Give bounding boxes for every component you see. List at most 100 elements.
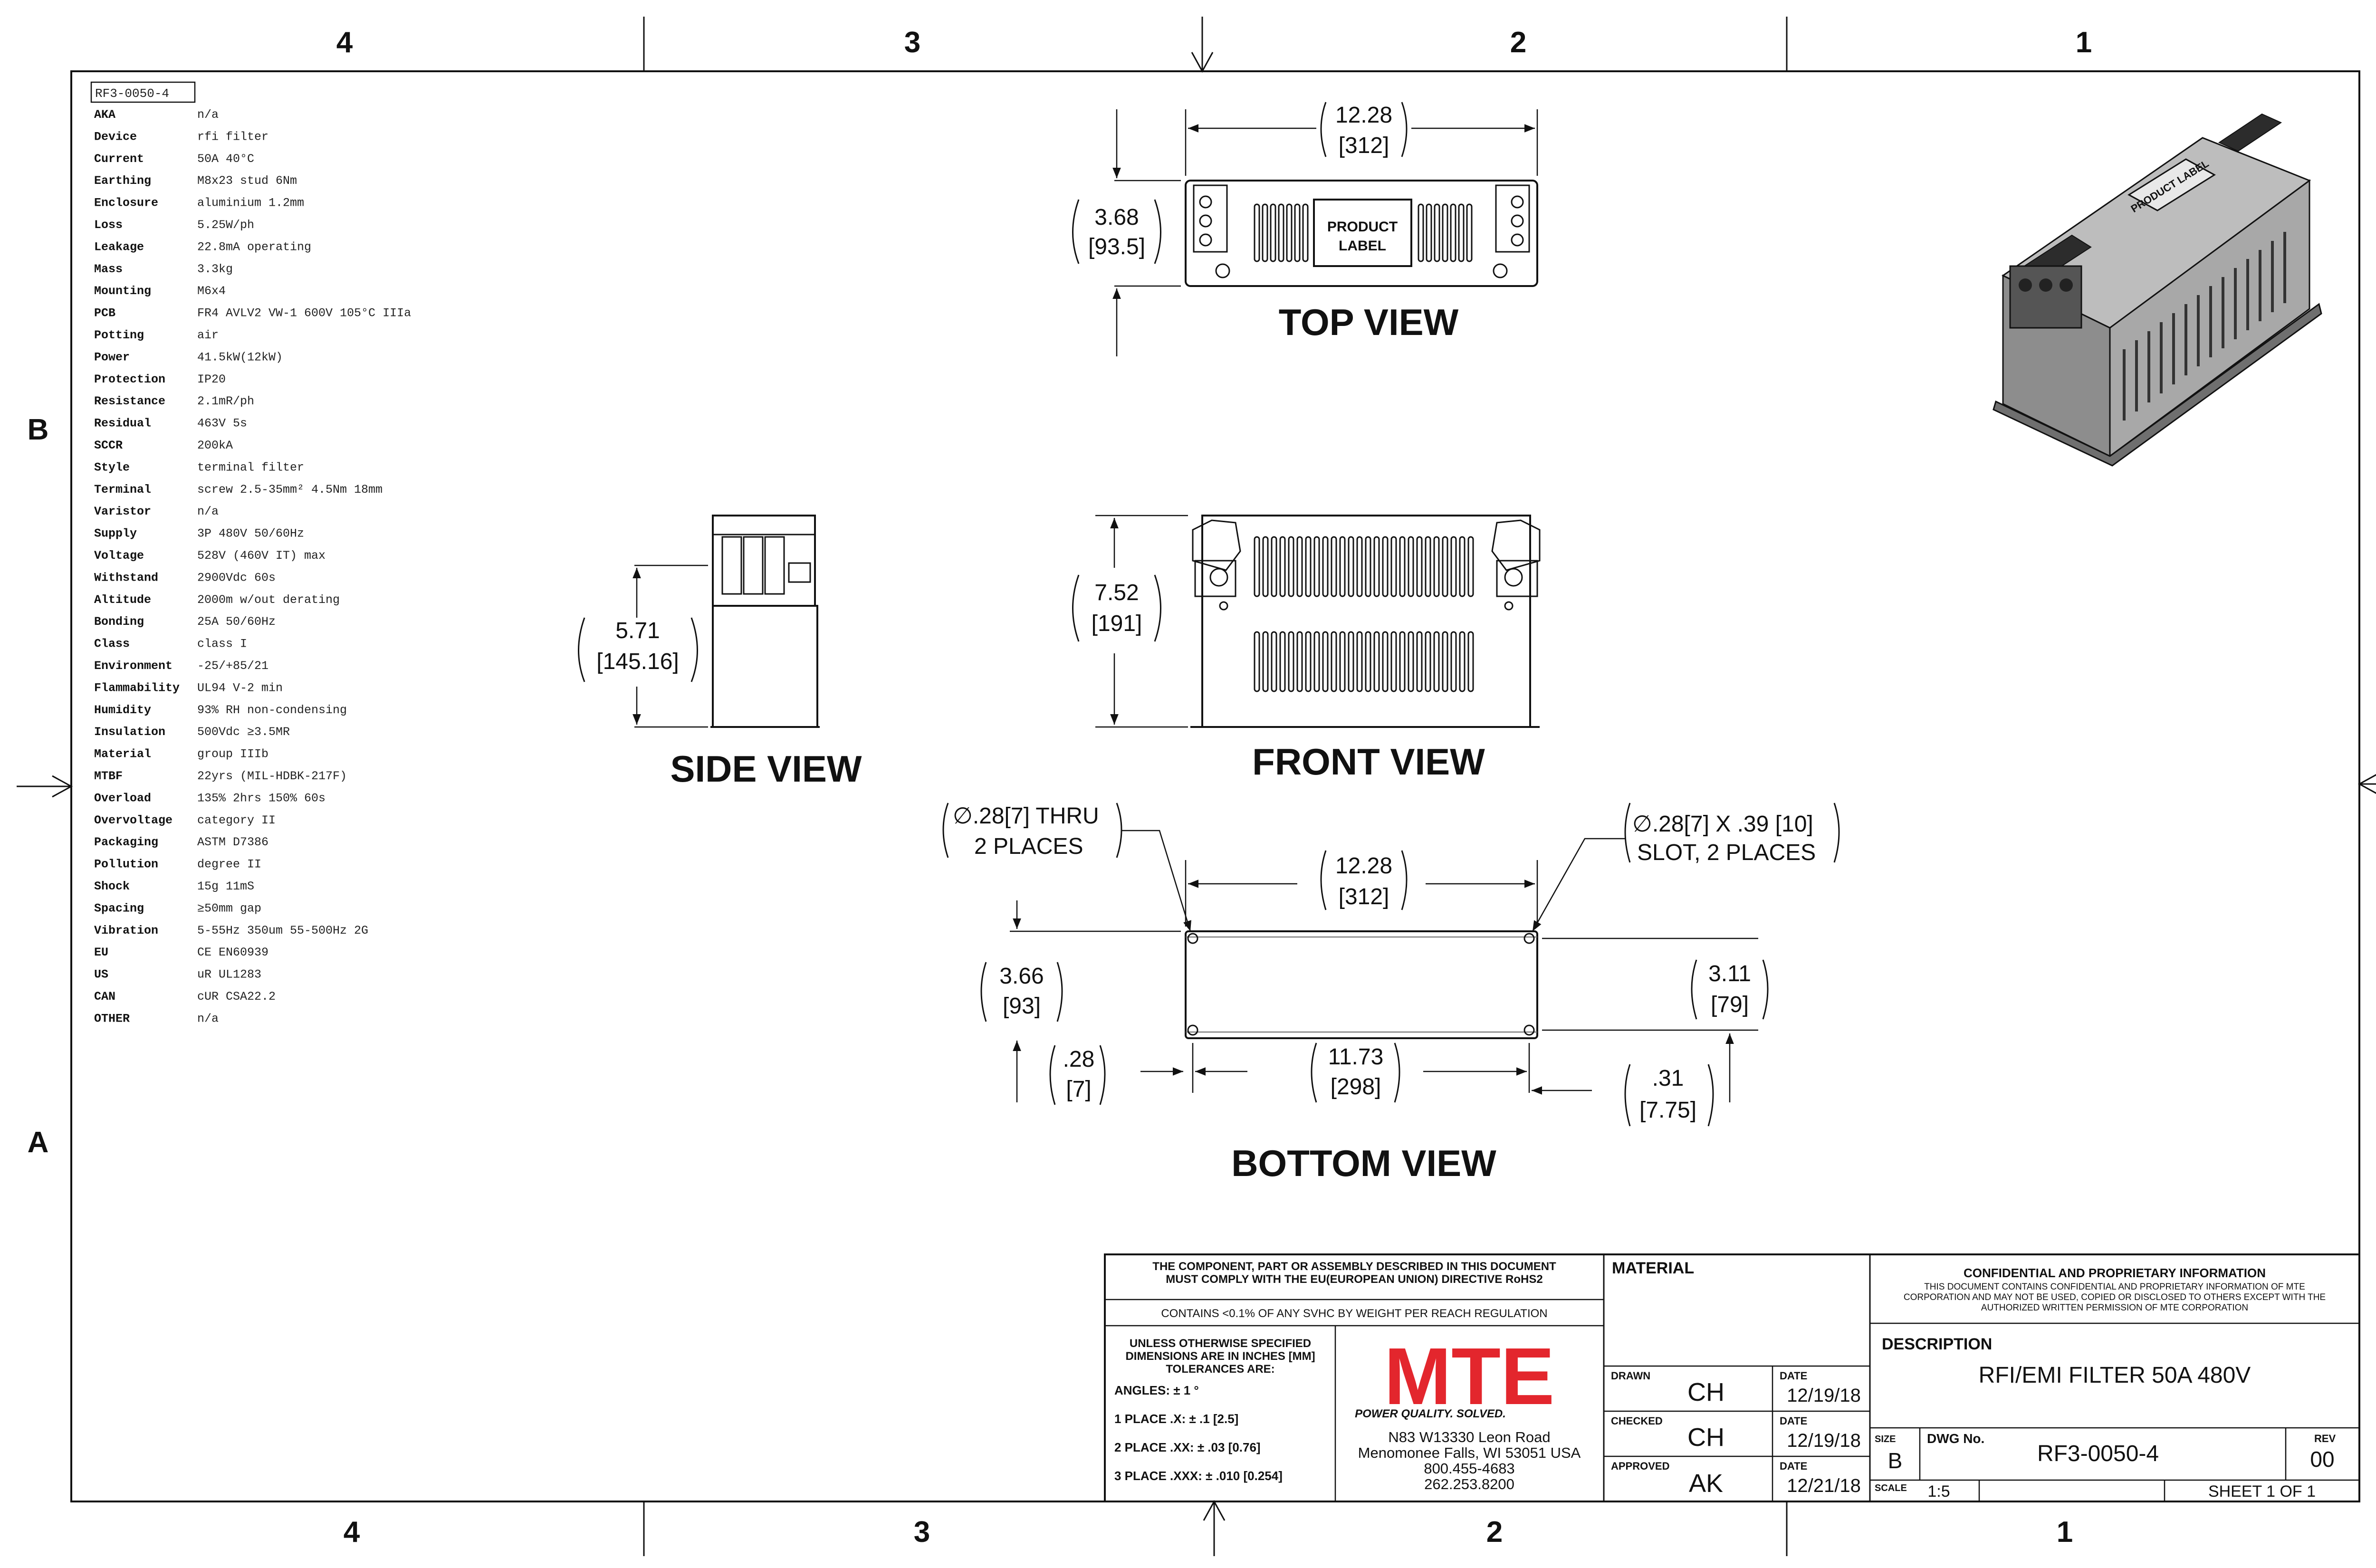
vent-slot bbox=[1442, 631, 1448, 692]
dwg-no-label: DWG No. bbox=[1927, 1431, 1984, 1446]
bottom-edge-in: .28 bbox=[1063, 1047, 1095, 1072]
spec-value: 500Vdc ≥3.5MR bbox=[197, 725, 290, 739]
title-block: THE COMPONENT, PART OR ASSEMBLY DESCRIBE… bbox=[1104, 1253, 2360, 1502]
address-line-1: N83 W13330 Leon Road bbox=[1388, 1429, 1550, 1445]
spec-value: 5-55Hz 350um 55-500Hz 2G bbox=[197, 924, 368, 937]
rohs-line-1: THE COMPONENT, PART OR ASSEMBLY DESCRIBE… bbox=[1152, 1260, 1556, 1273]
spec-value: ≥50mm gap bbox=[197, 901, 261, 915]
vent-slot bbox=[1459, 631, 1466, 692]
front-view: 7.52 [191] FRONT VIEW bbox=[1072, 515, 1541, 783]
vent-slot bbox=[1305, 631, 1312, 692]
front-height-mm: [191] bbox=[1092, 611, 1142, 636]
vent-slot bbox=[1459, 536, 1466, 597]
spec-value: 15g 11mS bbox=[197, 880, 254, 893]
bottom-offset-in: .31 bbox=[1652, 1066, 1684, 1091]
tolerance-line-1: UNLESS OTHERWISE SPECIFIED bbox=[1130, 1337, 1311, 1350]
spec-value: air bbox=[197, 328, 219, 342]
spec-key: US bbox=[94, 968, 108, 982]
tolerance-3-place: 3 PLACE .XXX: ± .010 [0.254] bbox=[1114, 1469, 1283, 1483]
side-view: 5.71 [145.16] SIDE VIEW bbox=[578, 515, 862, 790]
spec-value: class I bbox=[197, 637, 247, 651]
vent-slot bbox=[1356, 631, 1363, 692]
vent-slot bbox=[1425, 631, 1431, 692]
vent-slot bbox=[1305, 536, 1312, 597]
vent-slot bbox=[1262, 631, 1269, 692]
spec-key: Leakage bbox=[94, 240, 144, 254]
spec-key: Vibration bbox=[94, 924, 158, 937]
svg-text:3: 3 bbox=[914, 1516, 930, 1549]
side-height-in: 5.71 bbox=[615, 618, 660, 643]
vent-slot bbox=[1271, 631, 1277, 692]
spec-value: 93% RH non-condensing bbox=[197, 703, 347, 717]
dwg-no-value: RF3-0050-4 bbox=[2037, 1441, 2159, 1466]
spec-value: degree II bbox=[197, 858, 261, 871]
vent-slot bbox=[1365, 536, 1371, 597]
svg-text:A: A bbox=[28, 1126, 49, 1159]
vent-slot bbox=[1356, 536, 1363, 597]
spec-value: aluminium 1.2mm bbox=[197, 196, 304, 210]
checked-by: CH bbox=[1687, 1423, 1725, 1452]
phone-2: 262.253.8200 bbox=[1424, 1476, 1514, 1492]
checked-date-label: DATE bbox=[1780, 1415, 1807, 1427]
spec-value: 2.1mR/ph bbox=[197, 394, 254, 408]
tolerance-line-2: DIMENSIONS ARE IN INCHES [MM] bbox=[1125, 1350, 1315, 1363]
mte-tagline: POWER QUALITY. SOLVED. bbox=[1355, 1407, 1506, 1420]
isometric-view: PRODUCT LABEL bbox=[1993, 113, 2322, 467]
approved-label: APPROVED bbox=[1611, 1460, 1669, 1472]
bottom-pitch-in: 11.73 bbox=[1328, 1044, 1384, 1070]
spec-key: Device bbox=[94, 130, 137, 143]
tolerance-1-place: 1 PLACE .X: ± .1 [2.5] bbox=[1114, 1412, 1238, 1426]
spec-value: group IIIb bbox=[197, 747, 268, 761]
spec-value: 22yrs (MIL-HDBK-217F) bbox=[197, 769, 347, 783]
spec-key: Withstand bbox=[94, 571, 158, 584]
spec-value: 5.25W/ph bbox=[197, 218, 254, 232]
vent-slot bbox=[1425, 536, 1431, 597]
description-label: DESCRIPTION bbox=[1882, 1335, 1992, 1353]
spec-value: 2900Vdc 60s bbox=[197, 571, 276, 584]
drawn-label: DRAWN bbox=[1611, 1370, 1650, 1382]
drawn-date: 12/19/18 bbox=[1787, 1385, 1861, 1406]
confidential-line-3: AUTHORIZED WRITTEN PERMISSION OF MTE COR… bbox=[1981, 1303, 2248, 1313]
spec-key: Packaging bbox=[94, 835, 158, 849]
vent-slot bbox=[1382, 631, 1389, 692]
vent-slot bbox=[1408, 631, 1414, 692]
spec-value: n/a bbox=[197, 505, 219, 518]
spec-key: Earthing bbox=[94, 174, 151, 188]
vent-slot bbox=[1313, 631, 1320, 692]
spec-key: MTBF bbox=[94, 769, 123, 783]
zone-labels-top: 4 3 2 1 bbox=[336, 26, 2092, 59]
spec-value: rfi filter bbox=[197, 130, 268, 143]
spec-key: SCCR bbox=[94, 439, 123, 452]
spec-value: M8x23 stud 6Nm bbox=[197, 174, 297, 188]
vent-slot bbox=[1286, 203, 1293, 262]
vent-slot bbox=[1416, 631, 1423, 692]
confidential-line-1: THIS DOCUMENT CONTAINS CONFIDENTIAL AND … bbox=[1924, 1282, 2305, 1292]
vent-slot bbox=[1466, 203, 1473, 262]
vent-slot bbox=[1433, 536, 1440, 597]
zone-labels-side: B A B A bbox=[28, 413, 49, 1159]
svg-text:2: 2 bbox=[1486, 1516, 1503, 1549]
vent-slot bbox=[1348, 631, 1354, 692]
confidential-line-2: CORPORATION AND MAY NOT BE USED, COPIED … bbox=[1904, 1292, 2326, 1302]
spec-key: Material bbox=[94, 747, 151, 761]
material-label: MATERIAL bbox=[1612, 1259, 1694, 1277]
spec-value: 463V 5s bbox=[197, 417, 247, 430]
spec-key: Varistor bbox=[94, 505, 151, 518]
svg-text:2: 2 bbox=[1510, 26, 1526, 59]
vent-slot bbox=[1302, 203, 1309, 262]
vent-slot bbox=[1390, 536, 1397, 597]
spec-value: 2000m w/out derating bbox=[197, 593, 340, 607]
top-view-title: TOP VIEW bbox=[1279, 301, 1459, 343]
bottom-length-in: 12.28 bbox=[1335, 853, 1392, 879]
vent-slot bbox=[1442, 536, 1448, 597]
spec-key: CAN bbox=[94, 990, 115, 1004]
spec-key: Resistance bbox=[94, 394, 165, 408]
rev-label: REV bbox=[2314, 1433, 2336, 1444]
bottom-pitch-mm: [298] bbox=[1331, 1074, 1381, 1100]
spec-value: 25A 50/60Hz bbox=[197, 615, 276, 629]
front-vent-slots-upper bbox=[1254, 536, 1474, 597]
spec-key: Mass bbox=[94, 262, 123, 276]
vent-slot bbox=[1365, 631, 1371, 692]
